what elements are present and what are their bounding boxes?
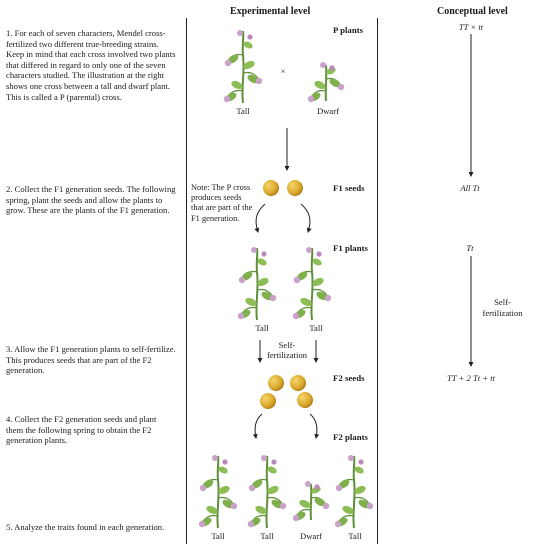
- p-plants-label: P plants: [333, 25, 364, 35]
- cross-symbol: ×: [280, 66, 286, 76]
- right-divider: [377, 18, 378, 544]
- step-3-text: 3. Allow the F1 generation plants to sel…: [6, 344, 176, 376]
- f2-seed-1: [268, 375, 284, 391]
- p-tall-plant: [222, 29, 264, 105]
- f1-seeds-label: F1 seeds: [333, 183, 365, 193]
- conceptual-level-header: Conceptual level: [437, 6, 508, 17]
- f1-tall-label-left: Tall: [255, 323, 269, 333]
- step-4-text: 4. Collect the F2 generation seeds and p…: [6, 414, 157, 446]
- p-dwarf-label: Dwarf: [317, 106, 339, 116]
- step-2-text: 2. Collect the F1 generation seeds. The …: [6, 184, 176, 216]
- conceptual-f2-ratio: TT + 2 Tt + tt: [447, 373, 495, 383]
- arrow-seed-to-plant-right: [300, 203, 312, 233]
- f2-tall-label-1: Tall: [211, 531, 225, 541]
- f1-plant-right: [291, 246, 333, 322]
- arrow-f2-right: [309, 413, 320, 439]
- self-fertilization-con-label: Self-fertilization: [482, 297, 523, 318]
- self-fertilization-exp-label: Self-fertilization: [266, 340, 308, 360]
- left-divider: [186, 18, 187, 544]
- f1-plants-label: F1 plants: [333, 243, 368, 253]
- step-1-text: 1. For each of seven characters, Mendel …: [6, 28, 176, 102]
- conceptual-all-tt: All Tt: [460, 183, 480, 193]
- f1-seed-2: [287, 180, 303, 196]
- p-tall-label: Tall: [236, 106, 250, 116]
- f2-seed-2: [290, 375, 306, 391]
- f2-tall-label-3: Tall: [348, 531, 362, 541]
- arrow-seed-to-plant-left: [254, 203, 266, 233]
- f1-plant-left: [236, 246, 278, 322]
- step-5-text: 5. Analyze the traits found in each gene…: [6, 522, 165, 532]
- p-dwarf-plant: [306, 61, 346, 105]
- f2-plants-label: F2 plants: [333, 432, 368, 442]
- conceptual-p-cross: TT × tt: [458, 22, 484, 32]
- f2-tall-plant-3: [333, 454, 375, 530]
- note-text: Note: The P cross produces seeds that ar…: [191, 183, 253, 223]
- f1-seed-1: [263, 180, 279, 196]
- arrow-f2-left: [252, 413, 263, 439]
- experimental-level-header: Experimental level: [230, 6, 311, 17]
- f2-tall-plant-1: [197, 454, 239, 530]
- f2-seed-3: [260, 393, 276, 409]
- f1-tall-label-right: Tall: [309, 323, 323, 333]
- f2-tall-label-2: Tall: [260, 531, 274, 541]
- f2-tall-plant-2: [246, 454, 288, 530]
- f2-dwarf-label: Dwarf: [300, 531, 322, 541]
- conceptual-tt: Tt: [466, 243, 474, 253]
- f2-dwarf-plant: [291, 480, 331, 524]
- f2-seeds-label: F2 seeds: [333, 373, 365, 383]
- f2-seed-4: [297, 392, 313, 408]
